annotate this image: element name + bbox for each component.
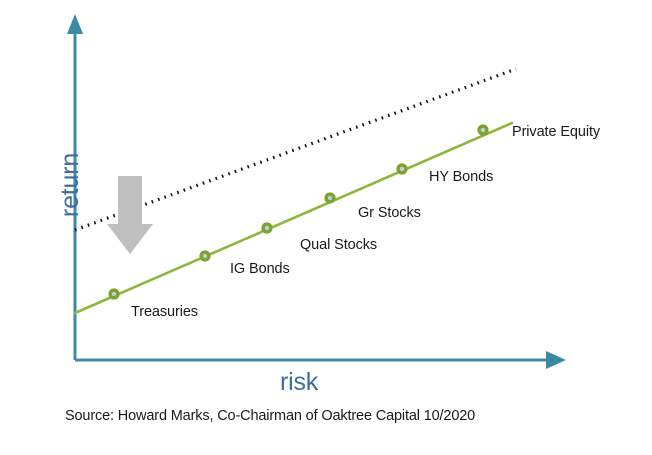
marker-treasuries[interactable] xyxy=(108,288,120,300)
point-label-gr-stocks: Gr Stocks xyxy=(358,205,421,221)
point-label-hy-bonds: HY Bonds xyxy=(429,169,494,185)
x-axis-arrowhead xyxy=(546,351,566,369)
marker-gr-stocks[interactable] xyxy=(324,192,336,204)
green-risk-return-line xyxy=(73,121,514,315)
marker-hy-bonds[interactable] xyxy=(396,163,408,175)
x-axis-title: risk xyxy=(280,368,319,396)
downward-shift-arrow xyxy=(107,176,153,254)
y-axis-title: return xyxy=(56,152,84,218)
point-label-private-equity: Private Equity xyxy=(512,124,601,140)
point-label-ig-bonds: IG Bonds xyxy=(230,261,290,277)
marker-ig-bonds[interactable] xyxy=(199,250,211,262)
source-caption: Source: Howard Marks, Co-Chairman of Oak… xyxy=(65,408,476,424)
arrow-shape xyxy=(107,176,153,254)
marker-qual-stocks[interactable] xyxy=(261,222,273,234)
axes-group xyxy=(67,14,566,369)
y-axis-arrowhead xyxy=(67,14,83,34)
point-label-treasuries: Treasuries xyxy=(131,304,198,320)
data-point-markers xyxy=(108,124,489,300)
marker-private-equity[interactable] xyxy=(477,124,489,136)
point-label-qual-stocks: Qual Stocks xyxy=(300,237,378,253)
